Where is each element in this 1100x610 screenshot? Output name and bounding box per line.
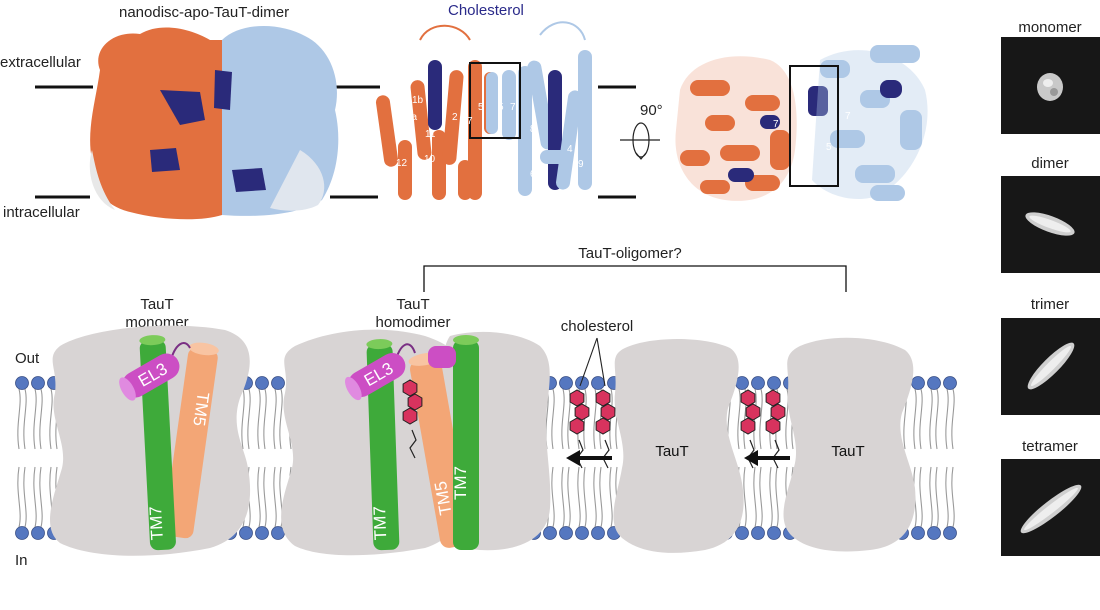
cholesterol-label: cholesterol xyxy=(560,318,634,335)
svg-text:5: 5 xyxy=(498,102,504,113)
membrane-diagram-svg: TM5 TM7 EL3 TM5 T xyxy=(15,265,957,556)
svg-text:TM7: TM7 xyxy=(451,466,470,500)
svg-text:7: 7 xyxy=(845,111,851,122)
cholesterol-pointer-lines xyxy=(579,337,606,387)
svg-text:5: 5 xyxy=(797,97,803,108)
svg-text:5: 5 xyxy=(478,102,484,113)
svg-text:TM7: TM7 xyxy=(146,506,167,541)
cholesterol-icon xyxy=(402,379,423,459)
arrow-left-icon xyxy=(566,450,612,466)
cholesterol-density-label: Cholesterol xyxy=(448,2,524,19)
cholesterol-icon xyxy=(765,389,786,469)
membrane-boundary-lines xyxy=(35,85,636,199)
class-image-trimer xyxy=(1001,318,1100,415)
svg-text:10: 10 xyxy=(424,154,436,165)
svg-text:2: 2 xyxy=(447,169,453,180)
tm7-helix-homodimer-b: TM7 xyxy=(451,335,479,550)
svg-text:6a: 6a xyxy=(406,112,418,123)
class-image-monomer xyxy=(1001,37,1100,134)
class-image-dimer xyxy=(1001,176,1100,273)
cartoon-side-view: 1b 6a 2 11 5 7 10 12 2 5 7 8 4 6b 9 xyxy=(375,21,592,200)
svg-text:7: 7 xyxy=(510,102,516,113)
svg-text:5: 5 xyxy=(826,142,832,153)
homodimer-title-line1: TauT xyxy=(396,296,430,313)
tm7-helix-monomer: TM7 xyxy=(139,335,176,551)
monomer-helices: TM5 TM7 EL3 xyxy=(119,335,219,551)
top-structure-svg: 1b 6a 2 11 5 7 10 12 2 5 7 8 4 6b 9 xyxy=(35,21,928,220)
taut-label-b: TauT xyxy=(831,443,864,460)
density-map xyxy=(89,25,339,220)
svg-text:7: 7 xyxy=(467,116,473,127)
svg-text:TM7: TM7 xyxy=(370,506,390,541)
cholesterol-icon xyxy=(740,389,761,469)
cholesterol-molecules xyxy=(402,379,786,469)
svg-text:5: 5 xyxy=(797,170,803,181)
out-label: Out xyxy=(15,350,40,367)
helix-numbers-right: 5 7 8 4 6b 9 xyxy=(498,102,584,180)
svg-text:8: 8 xyxy=(530,124,536,135)
svg-text:9: 9 xyxy=(578,159,584,170)
helix-numbers-left: 1b 6a 2 11 5 7 10 12 2 xyxy=(396,95,484,180)
class-image-tetramer xyxy=(1001,459,1100,556)
oligomer-bracket xyxy=(423,265,847,292)
svg-text:1b: 1b xyxy=(412,95,424,106)
svg-text:2: 2 xyxy=(452,112,458,123)
cholesterol-icon xyxy=(595,389,616,469)
oligomer-question-label: TauT-oligomer? xyxy=(578,245,682,262)
cartoon-top-view: 5 7 7 5 5 xyxy=(675,45,928,201)
class-label-tetramer: tetramer xyxy=(1022,438,1078,455)
svg-text:4: 4 xyxy=(567,144,573,155)
tm7-helix-homodimer-a: TM7 xyxy=(366,339,400,551)
class-label-monomer: monomer xyxy=(1018,19,1082,36)
svg-text:TM5: TM5 xyxy=(189,391,213,427)
arrow-left-icon-2 xyxy=(744,450,790,466)
svg-text:7: 7 xyxy=(773,119,779,130)
taut-label-a: TauT xyxy=(655,443,688,460)
svg-text:12: 12 xyxy=(396,158,408,169)
class-label-trimer: trimer xyxy=(1030,296,1070,313)
in-label: In xyxy=(15,552,28,569)
svg-text:6b: 6b xyxy=(530,169,542,180)
homodimer-title-line2: homodimer xyxy=(375,314,451,331)
rotation-arrow-icon xyxy=(620,122,660,160)
extracellular-label: extracellular xyxy=(0,54,81,71)
class-label-dimer: dimer xyxy=(1031,155,1069,172)
rotation-label: 90° xyxy=(640,102,663,119)
density-map-title: nanodisc-apo-TauT-dimer xyxy=(119,4,290,21)
cholesterol-icon xyxy=(569,389,590,469)
helix-numbers-rotated: 5 7 7 5 5 xyxy=(773,97,851,181)
homodimer-helices: TM5 TM7 TM7 EL3 xyxy=(345,335,479,551)
monomer-title-line1: TauT xyxy=(140,296,174,313)
intracellular-label: intracellular xyxy=(3,204,80,221)
svg-text:11: 11 xyxy=(425,129,436,140)
tm5-helix-monomer: TM5 xyxy=(163,342,219,539)
